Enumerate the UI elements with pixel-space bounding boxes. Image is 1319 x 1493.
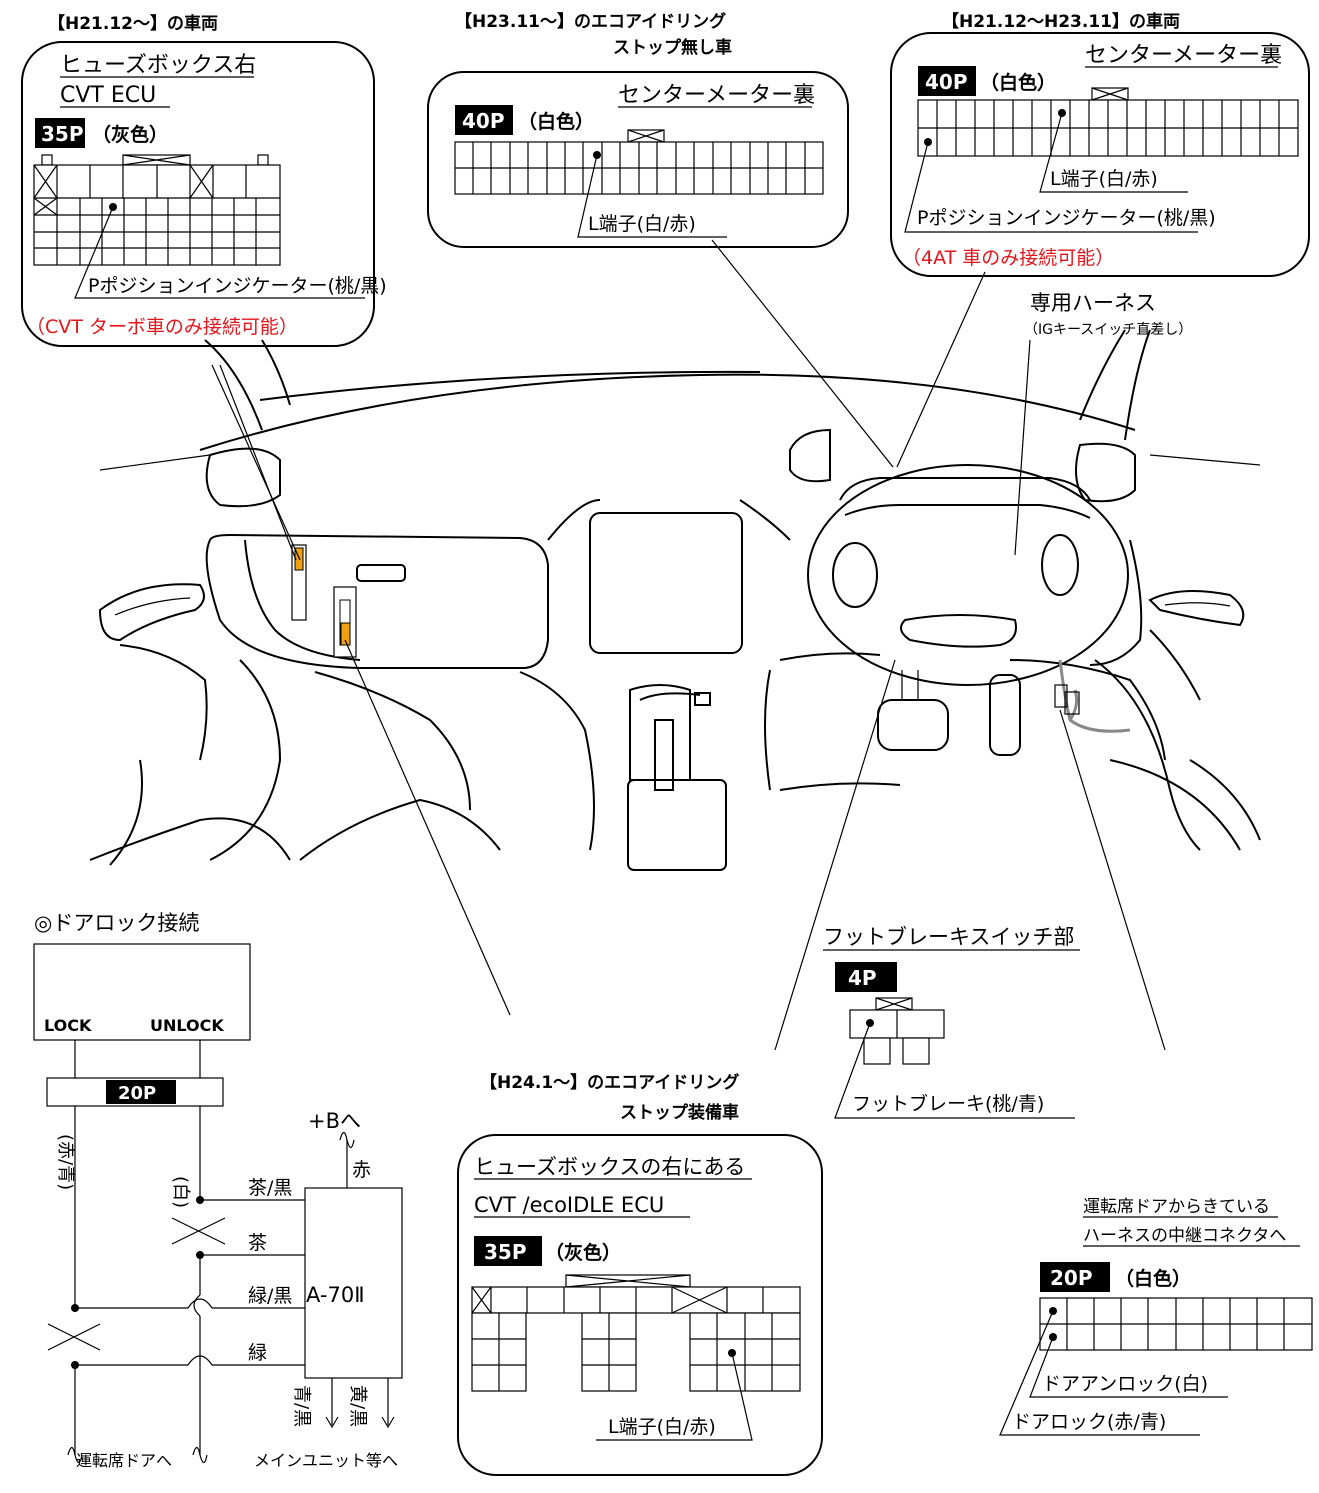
pin-badge: 4P — [848, 966, 877, 990]
terminal-label-p: Pポジションインジケーター(桃/黒) — [917, 207, 1216, 229]
wire-red: 赤 — [352, 1159, 371, 1181]
terminal-label: L端子(白/赤) — [608, 1416, 716, 1438]
to-driver-door: 運転席ドアへ — [76, 1451, 172, 1470]
wire-white: (白) — [170, 1176, 191, 1208]
wire-blue-black: 青/黒 — [291, 1385, 312, 1427]
connector-35p-grid — [471, 1274, 801, 1441]
wire-brown-black: 茶/黒 — [248, 1177, 292, 1199]
terminal-label: Pポジションインジケーター(桃/黒) — [88, 275, 387, 297]
harness-subtitle: （IGキースイッチ直差し） — [1024, 321, 1192, 338]
schematic-title: ◎ドアロック接続 — [34, 911, 199, 935]
callout-cvt-ecu-h21: 【H21.12～】の車両 ヒューズボックス右 CVT ECU 35P （灰色） — [21, 13, 387, 347]
connector-20p-grid — [999, 1297, 1313, 1436]
pin-badge: 35P — [484, 1240, 527, 1264]
door-note-1: 運転席ドアからきている — [1083, 1197, 1270, 1217]
callout-meter-h23: 【H23.11～】のエコアイドリング ストップ無し車 センターメーター裏 40P… — [427, 11, 849, 248]
connector-color: （白色） — [518, 110, 594, 133]
unit-label: A-70Ⅱ — [306, 1283, 365, 1307]
connector-color: （灰色） — [92, 123, 168, 146]
location-label: センターメーター裏 — [1085, 43, 1282, 68]
ecu-label: CVT ECU — [60, 83, 156, 108]
foot-brake-group: フットブレーキスイッチ部 4P フットブレーキ(桃/青) — [823, 925, 1080, 1119]
pin-badge: 40P — [462, 109, 505, 133]
wire-green-black: 緑/黒 — [248, 1285, 292, 1307]
a70-unit — [304, 1187, 403, 1379]
brake-title: フットブレーキスイッチ部 — [823, 925, 1074, 949]
terminal-label: L端子(白/赤) — [588, 213, 696, 235]
pin-badge: 35P — [41, 122, 84, 146]
callout-header: 【H24.1～】のエコアイドリング — [480, 1072, 739, 1093]
wire-green: 緑 — [248, 1342, 267, 1364]
callout-header: 【H21.12～】の車両 — [48, 13, 218, 34]
terminal-label-l: L端子(白/赤) — [1050, 168, 1158, 190]
plus-b-label: +Bへ — [308, 1109, 361, 1133]
callout-header: 【H21.12～H23.11】の車両 — [942, 11, 1180, 32]
callout-header: 【H23.11～】のエコアイドリング — [455, 11, 726, 32]
location-label: ヒューズボックスの右にある — [474, 1155, 745, 1179]
callout-header-2: ストップ無し車 — [613, 37, 732, 58]
callout-header-2: ストップ装備車 — [620, 1102, 739, 1123]
callout-door-20p: 運転席ドアからきている ハーネスの中継コネクタへ 20P （白色） ドアアンロッ… — [999, 1197, 1313, 1436]
connector-40p-grid — [904, 87, 1299, 233]
pin-badge: 20P — [118, 1083, 156, 1104]
pin-badge: 40P — [925, 70, 968, 94]
connector-35p-grid — [33, 154, 365, 299]
door-note-2: ハーネスの中継コネクタへ — [1083, 1226, 1286, 1246]
harness-title: 専用ハーネス — [1030, 291, 1156, 315]
lock-terminal: LOCK — [44, 1016, 92, 1035]
connector-color: （白色） — [1115, 1267, 1191, 1290]
wire-yellow-black: 黄/黒 — [347, 1385, 368, 1427]
terminal-unlock: ドアアンロック(白) — [1042, 1373, 1208, 1395]
pointer-lines — [211, 239, 1166, 1051]
callout-meter-h21-h23: 【H21.12～H23.11】の車両 センターメーター裏 40P （白色） — [890, 11, 1310, 277]
brake-terminal: フットブレーキ(桃/青) — [852, 1092, 1044, 1115]
door-lock-schematic: ◎ドアロック接続 LOCK UNLOCK 20P (赤/青) (白) — [33, 911, 403, 1470]
connector-color: （白色） — [980, 71, 1056, 94]
terminal-lock: ドアロック(赤/青) — [1012, 1411, 1166, 1433]
wire-red-blue: (赤/青) — [55, 1134, 76, 1190]
unlock-terminal: UNLOCK — [150, 1016, 224, 1035]
door-lock-unit — [33, 943, 251, 1041]
ecu-label: CVT /ecoIDLE ECU — [474, 1193, 664, 1217]
harness-label-group: 専用ハーネス （IGキースイッチ直差し） — [1024, 291, 1192, 338]
callout-eco-idle-h24: 【H24.1～】のエコアイドリング ストップ装備車 ヒューズボックスの右にある … — [457, 1072, 823, 1476]
car-interior-illustration — [89, 329, 1261, 871]
connector-color: （灰色） — [545, 1241, 621, 1264]
connector-40p-grid — [454, 129, 824, 238]
compatibility-note: （4AT 車のみ接続可能） — [902, 247, 1114, 269]
to-main-unit: メインユニット等へ — [254, 1451, 398, 1470]
compatibility-note: （CVT ターボ車のみ接続可能） — [26, 316, 298, 338]
location-label: ヒューズボックス右 — [60, 53, 256, 78]
location-label: センターメーター裏 — [618, 83, 815, 108]
pin-badge: 20P — [1050, 1266, 1093, 1290]
wire-brown: 茶 — [248, 1232, 267, 1254]
